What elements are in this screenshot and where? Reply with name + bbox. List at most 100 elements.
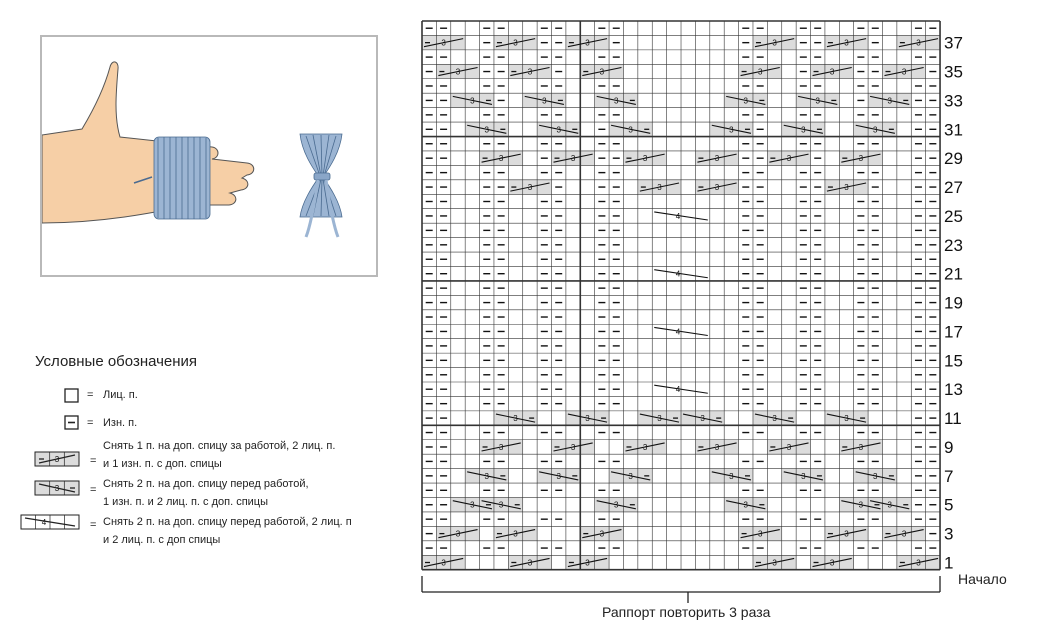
cable-number: 3 [830,559,835,568]
cable-3-mark [869,500,910,510]
row-number: 23 [944,236,963,255]
cable-3-mark [740,66,780,77]
row-number: 19 [944,294,963,313]
cable-3-mark [812,557,852,568]
row-number: 33 [944,91,963,110]
cable-4-mark [654,269,708,279]
legend-knit-text: Лиц. п. [103,389,138,401]
cable-number: 3 [528,68,533,77]
repeat-bracket [421,576,941,603]
cable-number: 3 [55,484,60,493]
cable-3-mark [639,413,680,423]
cable-number: 3 [499,443,504,452]
cable-number: 3 [614,501,619,510]
cable-number: 3 [456,530,461,539]
repeat-label: Раппорт повторить 3 раза [602,604,771,620]
cable-number: 3 [859,154,864,163]
cable-number: 4 [676,327,681,336]
cable-number: 4 [42,518,47,527]
cable-3-mark [481,153,521,163]
legend-cable-3-front-line-1: Снять 2 п. на доп. спицу перед работой, [103,478,309,490]
cable-number: 4 [676,212,681,221]
cable-3-mark [452,95,493,106]
cable-number: 3 [485,125,490,134]
cable-number: 3 [657,183,662,192]
cable-number: 3 [902,68,907,77]
cable-number: 3 [859,501,864,510]
cable-3-mark [423,38,464,48]
cable-3-mark [495,529,536,539]
cable-3-mark [596,500,636,510]
cable-3-mark [610,124,651,134]
cable-number: 3 [528,183,533,192]
cable-3-mark [625,442,665,452]
legend-equals: = [90,455,97,467]
cable-number: 3 [628,472,633,481]
cable-number: 3 [887,501,892,510]
cable-number: 3 [470,501,475,510]
cable-3-mark [711,124,752,134]
cable-3-mark [726,95,766,106]
cable-number: 3 [456,68,461,77]
cable-number: 3 [729,472,734,481]
row-number: 13 [944,380,963,399]
cable-3-mark [726,500,766,510]
row-number: 31 [944,120,963,139]
cable-3-mark [582,529,622,539]
row-number: 27 [944,178,963,197]
cable-number: 3 [499,501,504,510]
cable-3-mark [697,153,737,163]
cable-number: 3 [585,559,590,568]
cable-number: 3 [600,530,605,539]
row-number: 3 [944,525,953,544]
cable-3-mark [553,153,593,163]
cable-3-mark [769,153,809,163]
cable-number: 3 [801,125,806,134]
cable-3-mark [798,95,838,106]
cable-number: 3 [441,559,446,568]
legend-cable-4-front-line-1: Снять 2 п. на доп. спицу перед работой, … [103,516,352,528]
cable-3-mark [567,38,608,48]
row-number: 29 [944,149,963,168]
cable-3-mark [884,66,924,77]
cable-3-mark [812,66,852,77]
legend-equals: = [87,389,94,401]
cable-3-mark [826,38,867,48]
cable-number: 3 [441,39,446,48]
cable-3-mark [510,182,550,192]
row-number: 9 [944,438,953,457]
cable-3-mark [769,442,809,452]
cable-3-mark [898,38,939,48]
row-number: 17 [944,322,963,341]
cable-number: 3 [758,530,763,539]
cable-3-mark [754,38,795,48]
cable-3-mark [841,153,881,163]
pompom-tied [299,133,343,238]
cable-3-mark [467,124,507,134]
cable-3-mark [625,153,665,163]
legend-cable-4-front-line-2: и 2 лиц. п. с доп спицы [103,534,221,546]
cable-number: 3 [643,443,648,452]
cable-number: 3 [614,96,619,105]
cable-3-mark [438,66,478,77]
cable-3-mark [884,529,924,539]
cable-number: 3 [628,125,633,134]
start-label: Начало [958,571,1007,587]
cable-3-mark [567,557,608,568]
knit-symbol [64,388,79,403]
cable-3-mark [596,95,636,106]
row-number: 7 [944,467,953,486]
cable-number: 3 [758,68,763,77]
cable-3-mark [754,557,795,568]
row-number: 11 [944,409,962,428]
cable-3-mark [898,557,939,568]
cable-3-mark [783,124,824,134]
cable-3-mark [740,529,780,539]
cable-3-front-symbol: 3 [34,480,80,496]
cable-3-mark [539,471,579,481]
yarn-wrap [133,136,211,220]
legend-cable-3-back-line-1: Снять 1 п. на доп. спицу за работой, 2 л… [103,440,336,452]
cable-number: 3 [513,414,518,423]
